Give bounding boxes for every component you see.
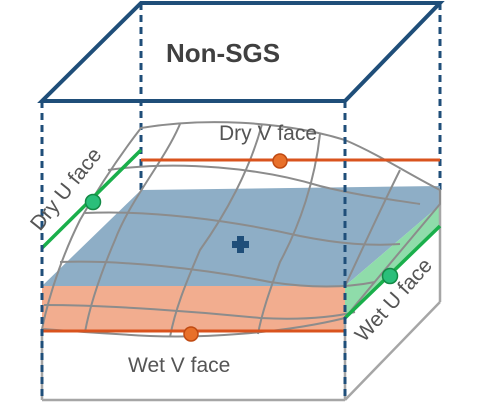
wet-v-face-label: Wet V face: [128, 354, 230, 377]
diagram-title: Non-SGS: [166, 38, 280, 68]
dry-u-face-label: Dry U face: [26, 144, 106, 236]
wet-v-face-marker: [183, 326, 199, 342]
dry-v-face-label: Dry V face: [219, 122, 317, 145]
dry-v-face-marker: [272, 153, 288, 169]
wet-u-face-marker: [381, 267, 399, 285]
curvilinear-grid: [40, 121, 441, 338]
center-plus-icon: [232, 236, 249, 253]
dry-u-face-marker: [84, 193, 102, 211]
